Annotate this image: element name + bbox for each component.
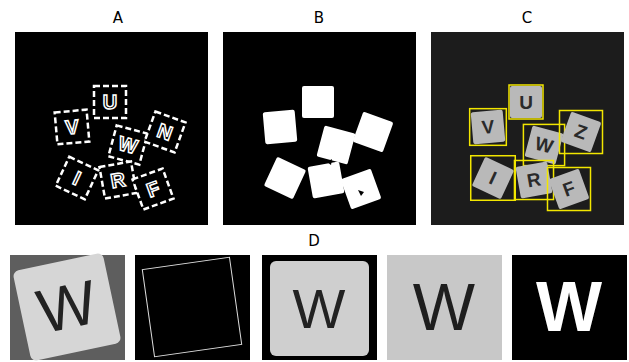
tile-letter: W — [293, 281, 346, 337]
tile — [12, 252, 121, 361]
tile — [270, 261, 369, 356]
binary-letter: W — [536, 272, 602, 342]
tile-mask — [340, 168, 381, 209]
tile-letter: W — [413, 274, 475, 340]
panel-background — [223, 32, 416, 225]
tile — [560, 111, 601, 152]
tile-letter: V — [64, 116, 79, 137]
panel-background — [431, 32, 624, 225]
bounding-box — [470, 109, 507, 146]
bounding-box — [471, 156, 516, 201]
mask-notch — [358, 190, 364, 196]
tile-edges — [94, 86, 126, 118]
tile-edges — [55, 110, 90, 145]
tile-mask — [307, 161, 344, 198]
bounding-box — [559, 110, 602, 153]
tile — [548, 168, 589, 209]
crop-background — [135, 255, 250, 360]
panel-label: D — [308, 234, 320, 249]
tile — [471, 110, 506, 145]
panel-label: A — [113, 11, 123, 26]
bounding-box — [509, 85, 543, 119]
tile-mask — [316, 125, 355, 164]
tile-letter: U — [519, 93, 533, 112]
panel-background — [15, 32, 208, 225]
tile-mask — [264, 157, 307, 200]
bounding-box — [547, 167, 590, 210]
tile-edges — [108, 125, 147, 164]
tile-letter: R — [526, 169, 543, 190]
tile-edges — [99, 161, 136, 198]
tile — [524, 125, 563, 164]
tile-letter: U — [103, 92, 117, 112]
tile-letter: W — [32, 271, 102, 344]
crop-background — [512, 255, 627, 360]
tile-letter: V — [481, 117, 495, 137]
bounding-box — [523, 124, 564, 165]
tile-mask — [263, 110, 298, 145]
edge-outline — [142, 257, 241, 356]
tile — [387, 255, 502, 360]
tile-edges — [144, 111, 185, 152]
crop-background — [262, 255, 377, 360]
panel-label: C — [522, 11, 532, 26]
tile-mask — [352, 111, 393, 152]
tile — [472, 157, 515, 200]
mask-notch — [327, 159, 332, 165]
tile-edges — [56, 157, 99, 200]
tile — [510, 86, 542, 118]
tile-mask — [302, 86, 334, 118]
tile-edges — [132, 168, 173, 209]
panel-label: B — [314, 11, 324, 26]
